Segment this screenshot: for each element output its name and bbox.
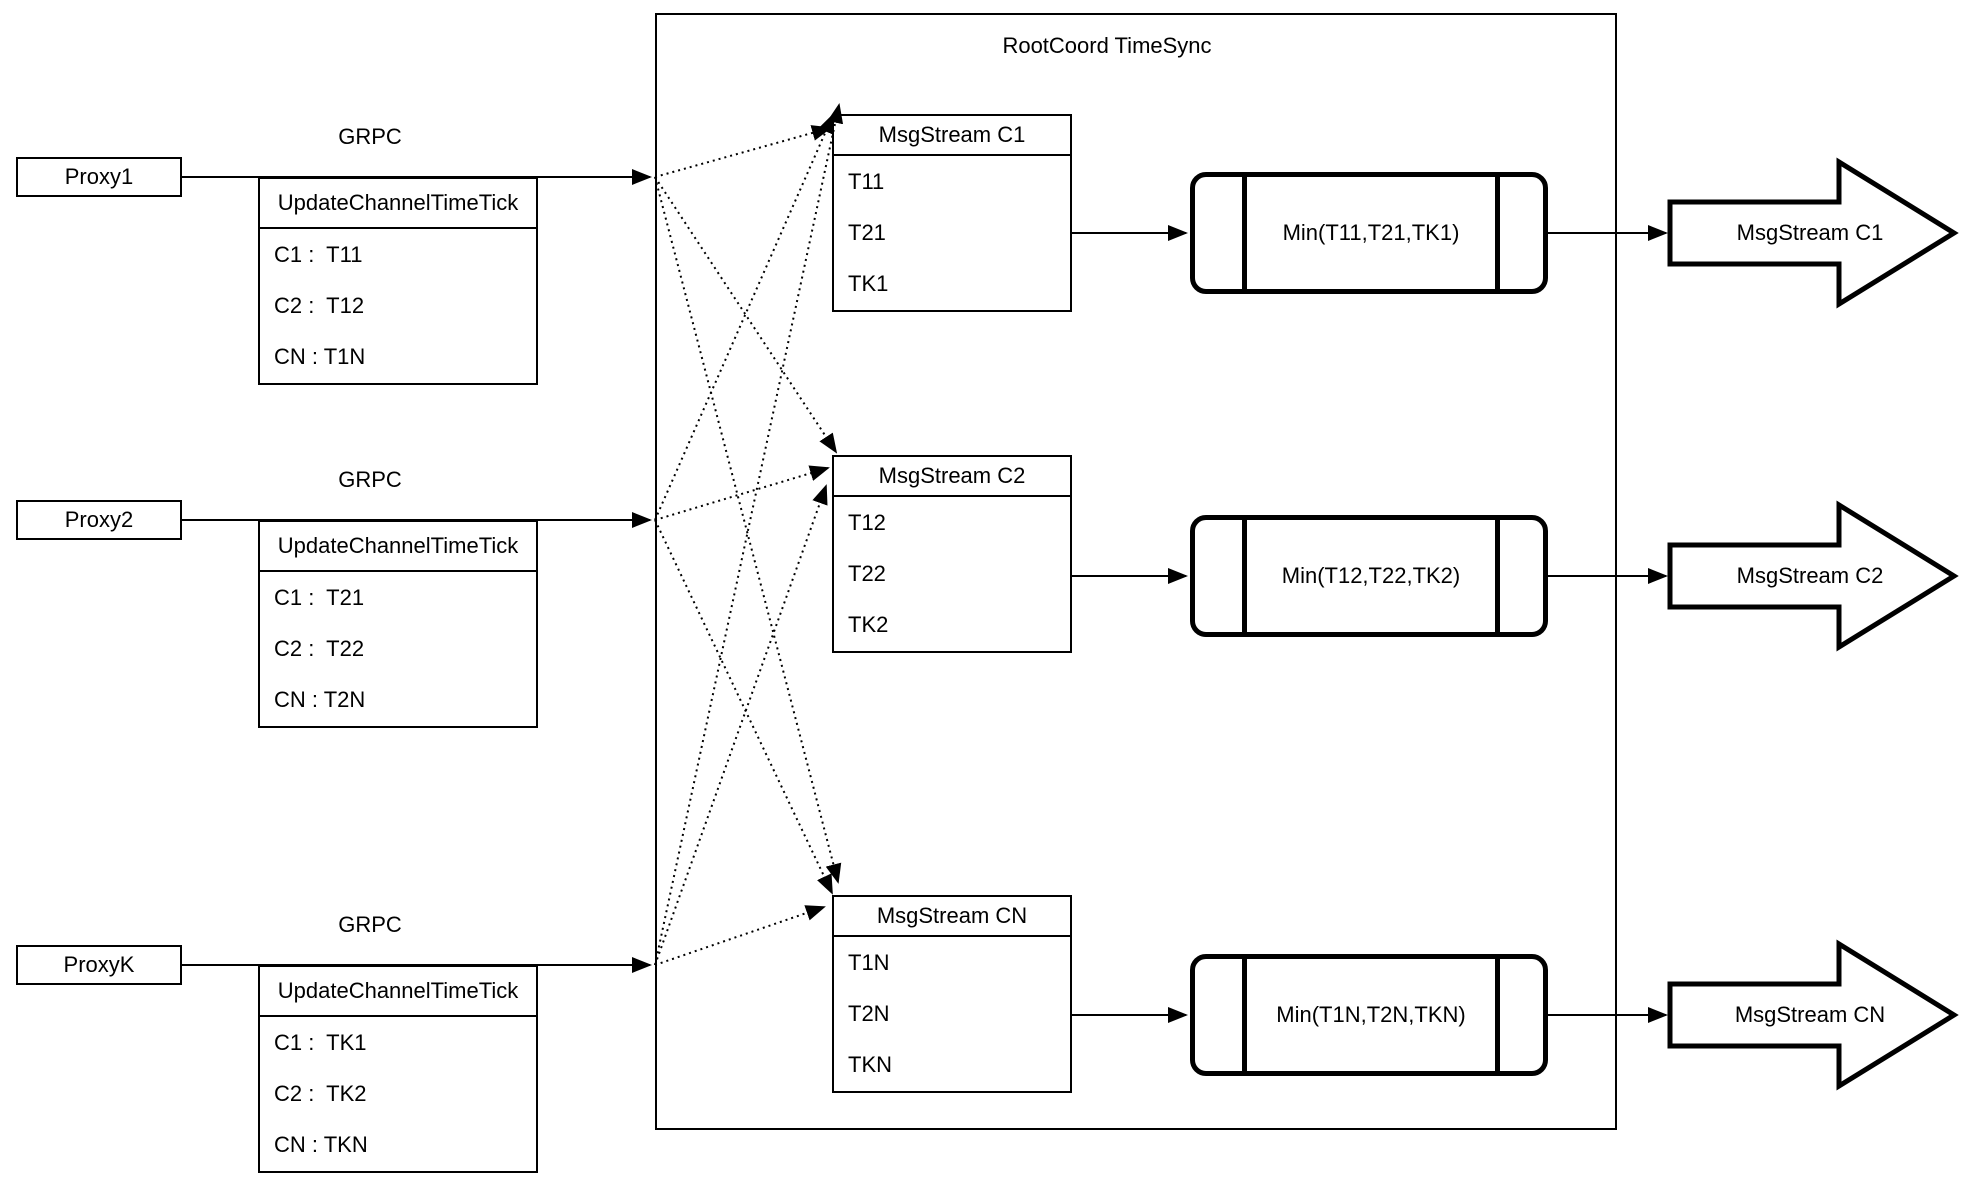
update-table-header: UpdateChannelTimeTick — [260, 522, 536, 572]
min-box-1: Min(T11,T21,TK1) — [1190, 172, 1548, 294]
msgstream-value-row: TK2 — [848, 611, 889, 637]
output-arrow-label-3: MsgStream CN — [1734, 1002, 1886, 1027]
proxy-label-3: ProxyK — [63, 952, 135, 977]
msgstream-table-2: MsgStream C2 T12 T22 TK2 — [832, 455, 1072, 653]
msgstream-table-header: MsgStream C2 — [834, 457, 1070, 497]
msgstream-value-row: T12 — [848, 509, 886, 535]
update-table-row: C1 : T11 — [274, 241, 363, 267]
min-box-3: Min(T1N,T2N,TKN) — [1190, 954, 1548, 1076]
update-table-header: UpdateChannelTimeTick — [260, 179, 536, 229]
update-table-row: C2 : T12 — [274, 292, 365, 318]
proxy-box-2: Proxy2 — [16, 500, 182, 540]
grpc-label-2: GRPC — [338, 467, 402, 492]
min-box-divider-left — [1242, 520, 1247, 632]
msgstream-table-header: MsgStream CN — [834, 897, 1070, 937]
msgstream-value-row: TK1 — [848, 270, 889, 296]
msgstream-table-3: MsgStream CN T1N T2N TKN — [832, 895, 1072, 1093]
min-box-divider-left — [1242, 177, 1247, 289]
msgstream-value-row: T2N — [848, 1000, 890, 1026]
min-box-2: Min(T12,T22,TK2) — [1190, 515, 1548, 637]
proxy-box-1: Proxy1 — [16, 157, 182, 197]
msgstream-value-row: T1N — [848, 949, 890, 975]
update-table-header: UpdateChannelTimeTick — [260, 967, 536, 1017]
proxy-box-3: ProxyK — [16, 945, 182, 985]
min-box-divider-right — [1495, 959, 1500, 1071]
min-label-2: Min(T12,T22,TK2) — [1281, 563, 1461, 588]
update-timetick-table-1: UpdateChannelTimeTick C1 : T11 C2 : T12 … — [258, 177, 538, 385]
update-timetick-table-2: UpdateChannelTimeTick C1 : T21 C2 : T22 … — [258, 520, 538, 728]
min-box-divider-left — [1242, 959, 1247, 1071]
msgstream-value-row: T11 — [848, 168, 885, 194]
min-box-divider-right — [1495, 177, 1500, 289]
update-table-row: C1 : TK1 — [274, 1029, 367, 1055]
update-table-row: CN : T1N — [274, 343, 366, 369]
min-box-divider-right — [1495, 520, 1500, 632]
rootcoord-title: RootCoord TimeSync — [1002, 33, 1212, 58]
msgstream-table-header: MsgStream C1 — [834, 116, 1070, 156]
proxy-label-2: Proxy2 — [64, 507, 134, 532]
update-table-row: C2 : TK2 — [274, 1080, 367, 1106]
output-arrow-shape-3 — [1667, 939, 1959, 1091]
update-table-row: CN : TKN — [274, 1131, 368, 1157]
grpc-label-1: GRPC — [338, 124, 402, 149]
grpc-label-3: GRPC — [338, 912, 402, 937]
output-arrow-label-2: MsgStream C2 — [1736, 563, 1884, 588]
min-label-1: Min(T11,T21,TK1) — [1282, 220, 1460, 245]
update-table-row: CN : T2N — [274, 686, 366, 712]
min-label-3: Min(T1N,T2N,TKN) — [1276, 1002, 1466, 1027]
output-arrow-shape-1 — [1667, 157, 1959, 309]
msgstream-value-row: T22 — [848, 560, 886, 586]
proxy-label-1: Proxy1 — [64, 164, 134, 189]
output-arrow-label-1: MsgStream C1 — [1736, 220, 1884, 245]
output-arrow-shape-2 — [1667, 500, 1959, 652]
msgstream-value-row: TKN — [848, 1051, 892, 1077]
msgstream-value-row: T21 — [848, 219, 886, 245]
update-timetick-table-3: UpdateChannelTimeTick C1 : TK1 C2 : TK2 … — [258, 965, 538, 1173]
msgstream-table-1: MsgStream C1 T11 T21 TK1 — [832, 114, 1072, 312]
update-table-row: C1 : T21 — [274, 584, 365, 610]
update-table-row: C2 : T22 — [274, 635, 365, 661]
